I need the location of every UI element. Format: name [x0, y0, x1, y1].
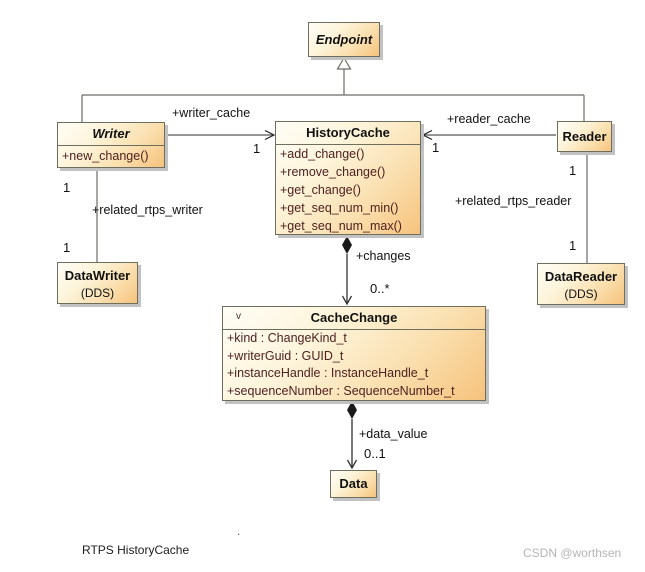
- data-value-label: +data_value: [359, 427, 428, 441]
- cache-change-attribute: +kind : ChangeKind_t: [227, 331, 347, 345]
- stray-mark: .: [237, 524, 241, 538]
- class-history-cache: HistoryCache +add_change() +remove_chang…: [275, 121, 421, 235]
- compartment-separator: [58, 145, 164, 146]
- cache-change-attribute: +sequenceNumber : SequenceNumber_t: [227, 383, 455, 398]
- writer-cache-label: +writer_cache: [172, 106, 251, 120]
- history-cache-method: +get_change(): [280, 183, 361, 197]
- watermark: CSDN @worthsen: [523, 546, 622, 560]
- related-rtps-writer-target-multiplicity: 1: [63, 240, 71, 255]
- class-data-writer-subtitle: (DDS): [80, 286, 115, 300]
- class-writer: Writer +new_change(): [57, 122, 165, 168]
- related-rtps-writer-source-multiplicity: 1: [63, 180, 71, 195]
- class-data-reader-subtitle: (DDS): [564, 287, 598, 301]
- data-value-diamond-icon: [347, 401, 357, 419]
- related-rtps-writer-label: +related_rtps_writer: [92, 203, 203, 217]
- history-cache-method: +get_seq_num_max(): [280, 219, 402, 233]
- class-history-cache-name: HistoryCache: [306, 125, 390, 140]
- class-data-name: Data: [339, 476, 368, 491]
- class-reader-name: Reader: [562, 129, 607, 144]
- class-data-reader-name: DataReader: [544, 269, 618, 284]
- changes-multiplicity: 0..*: [370, 281, 390, 296]
- class-data-reader: DataReader (DDS): [537, 263, 625, 305]
- writer-method: +new_change(): [62, 149, 149, 163]
- reader-cache-label: +reader_cache: [447, 112, 531, 126]
- data-value-arrowhead-icon: [346, 459, 358, 470]
- class-writer-name: Writer: [92, 126, 130, 141]
- history-cache-method: +remove_change(): [280, 165, 386, 179]
- collapse-chevron-icon: v: [236, 311, 241, 322]
- changes-diamond-icon: [342, 236, 352, 254]
- generalization-lines: [81, 69, 585, 122]
- generalization-triangle-icon: [336, 56, 352, 70]
- data-value-multiplicity: 0..1: [364, 446, 386, 461]
- class-data-writer: DataWriter (DDS): [57, 262, 138, 304]
- reader-cache-multiplicity: 1: [432, 140, 440, 155]
- cache-change-attribute: +instanceHandle : InstanceHandle_t: [227, 366, 429, 380]
- changes-label: +changes: [356, 249, 411, 263]
- related-rtps-reader-label: +related_rtps_reader: [455, 194, 572, 208]
- class-cache-change-title: v CacheChange: [223, 307, 485, 329]
- history-cache-method: +get_seq_num_min(): [280, 201, 399, 215]
- compartment-separator: [223, 329, 485, 330]
- class-endpoint-name: Endpoint: [315, 32, 373, 47]
- changes-arrowhead-icon: [341, 295, 353, 306]
- related-rtps-reader-source-multiplicity: 1: [569, 163, 577, 178]
- history-cache-method: +add_change(): [280, 147, 365, 161]
- related-rtps-reader-target-multiplicity: 1: [569, 238, 577, 253]
- cache-change-attribute: +writerGuid : GUID_t: [227, 348, 344, 363]
- class-endpoint: Endpoint: [308, 22, 380, 57]
- class-reader: Reader: [557, 121, 612, 152]
- reader-cache-arrowhead-icon: [421, 129, 433, 141]
- diagram-title: RTPS HistoryCache: [82, 543, 190, 557]
- writer-cache-arrowhead-icon: [264, 129, 276, 141]
- class-cache-change: v CacheChange +kind : ChangeKind_t +writ…: [222, 306, 486, 401]
- writer-cache-multiplicity: 1: [253, 141, 261, 156]
- class-data: Data: [330, 470, 377, 498]
- class-cache-change-name: CacheChange: [310, 310, 398, 325]
- compartment-separator: [276, 144, 420, 145]
- class-data-writer-name: DataWriter: [64, 268, 131, 283]
